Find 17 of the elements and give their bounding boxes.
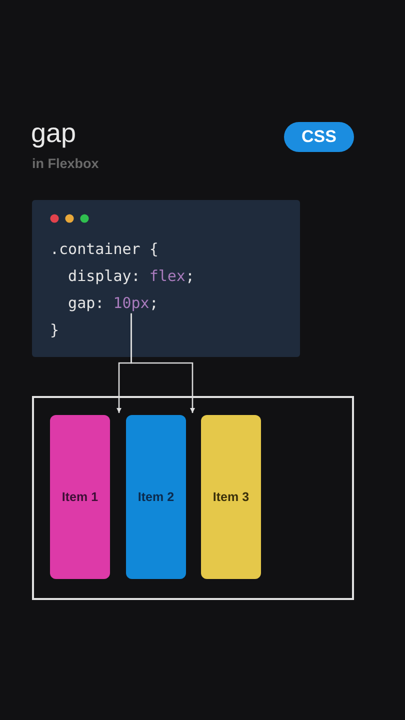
code-value: flex: [149, 266, 186, 285]
connector-arrow: [130, 313, 195, 413]
code-punctuation: }: [50, 320, 60, 339]
language-tag: CSS: [284, 122, 354, 152]
code-window: [32, 200, 300, 357]
flex-item: Item 1: [50, 415, 110, 579]
code-punctuation: ;: [149, 294, 158, 312]
title-text: gap: [31, 119, 76, 149]
code-selector: .container {: [50, 240, 158, 258]
code-value: 10px: [113, 294, 150, 312]
code-punctuation: ;: [185, 266, 194, 285]
flex-item: Item 3: [201, 415, 261, 579]
flex-container-outline: [32, 396, 354, 600]
code-property: gap:: [68, 294, 104, 312]
flex-item: Item 2: [126, 415, 186, 579]
subtitle-text: in Flexbox: [32, 157, 99, 172]
code-property: display:: [68, 266, 140, 285]
